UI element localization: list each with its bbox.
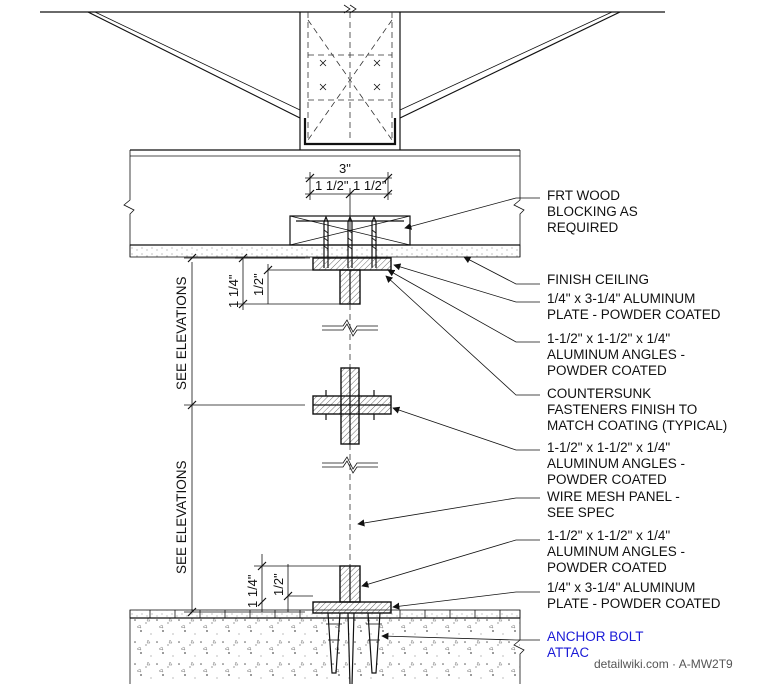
dim-half-right: 1 1/2" bbox=[353, 178, 387, 193]
callout-bottom-angles: 1-1/2" x 1-1/2" x 1/4" ALUMINUM ANGLES -… bbox=[547, 528, 689, 575]
bottom-vertical-dimensions: 1 1/4" 1/2" bbox=[245, 554, 340, 612]
top-aluminum-assembly bbox=[312, 257, 392, 305]
callout-notes: FRT WOOD BLOCKING AS REQUIRED FINISH CEI… bbox=[547, 188, 727, 611]
watermark-background bbox=[588, 652, 760, 674]
dim-top-plate-thickness: 1/2" bbox=[251, 273, 266, 296]
floor-slab bbox=[129, 609, 525, 684]
callout-top-angles: 1-1/2" x 1-1/2" x 1/4" ALUMINUM ANGLES -… bbox=[547, 331, 689, 378]
watermark: detailwiki.com · A-MW2T9 bbox=[594, 657, 733, 671]
callout-bottom-plate: 1/4" x 3-1/4" ALUMINUM PLATE - POWDER CO… bbox=[547, 580, 721, 611]
callout-finish-ceiling: FINISH CEILING bbox=[547, 272, 649, 287]
anchor-bolt-link[interactable]: ANCHOR BOLT ATTAC bbox=[547, 629, 647, 660]
leader-lines bbox=[357, 197, 540, 641]
dim-bottom-plate-thickness: 1/2" bbox=[271, 573, 286, 596]
anchor-bolts bbox=[326, 612, 382, 684]
see-elevations-upper: SEE ELEVATIONS bbox=[174, 276, 189, 390]
bottom-aluminum-assembly bbox=[312, 565, 392, 614]
middle-cross-angles bbox=[312, 367, 392, 445]
callout-middle-angles: 1-1/2" x 1-1/2" x 1/4" ALUMINUM ANGLES -… bbox=[547, 440, 689, 487]
callout-wire-mesh: WIRE MESH PANEL - SEE SPEC bbox=[547, 489, 684, 520]
truss-above bbox=[40, 4, 665, 150]
see-elevations-lower: SEE ELEVATIONS bbox=[174, 460, 189, 574]
top-vertical-dimensions: 1 1/4" 1/2" bbox=[226, 253, 340, 310]
horizontal-dimensions: 3" 1 1/2" 1 1/2" bbox=[305, 161, 393, 230]
elevation-dimensions: SEE ELEVATIONS SEE ELEVATIONS bbox=[174, 253, 305, 617]
callout-frt-blocking: FRT WOOD BLOCKING AS REQUIRED bbox=[547, 188, 642, 235]
dim-bottom-plate-depth: 1 1/4" bbox=[245, 574, 260, 608]
ceiling-joist bbox=[123, 149, 525, 258]
callout-top-plate: 1/4" x 3-1/4" ALUMINUM PLATE - POWDER CO… bbox=[547, 291, 721, 322]
break-lines bbox=[322, 304, 378, 568]
dim-half-left: 1 1/2" bbox=[315, 178, 349, 193]
dim-overall-width: 3" bbox=[339, 161, 351, 176]
dim-top-plate-depth: 1 1/4" bbox=[226, 274, 241, 308]
callout-fasteners: COUNTERSUNK FASTENERS FINISH TO MATCH CO… bbox=[547, 386, 727, 433]
